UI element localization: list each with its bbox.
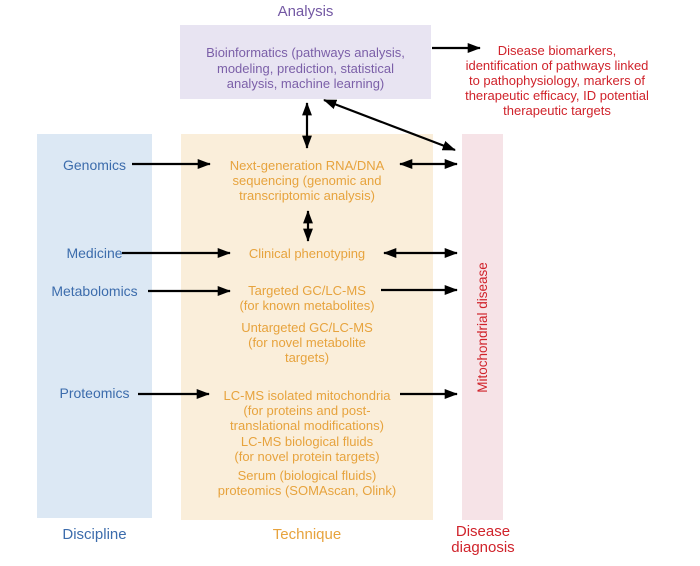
technique-item-lcms-fluids: LC-MS biological fluids (for novel prote… bbox=[181, 434, 433, 464]
discipline-footer-label: Discipline bbox=[62, 526, 127, 543]
technique-line: (for novel protein targets) bbox=[234, 449, 380, 464]
mitochondrial-disease-label: Mitochondrial disease bbox=[475, 261, 491, 393]
discipline-item-medicine: Medicine bbox=[66, 245, 123, 261]
technique-item-sequencing: Next-generation RNA/DNA sequencing (geno… bbox=[181, 158, 433, 203]
technique-line: (for known metabolites) bbox=[239, 298, 375, 313]
technique-line: sequencing (genomic and bbox=[232, 173, 382, 188]
technique-line: (for novel metabolite bbox=[248, 335, 366, 350]
bioinformatics-line: analysis, machine learning) bbox=[226, 76, 385, 91]
technique-line: Clinical phenotyping bbox=[248, 246, 366, 261]
technique-line: Serum (biological fluids) bbox=[237, 468, 377, 483]
disease-diagnosis-footer-label: Disease diagnosis bbox=[451, 523, 515, 556]
disease-outcomes-text: Disease biomarkers, identification of pa… bbox=[450, 43, 664, 118]
analysis-title: Analysis bbox=[277, 3, 334, 20]
outcomes-line: therapeutic targets bbox=[503, 103, 611, 118]
mitochondrial-disease-label-wrap: Mitochondrial disease bbox=[462, 134, 503, 520]
discipline-item-genomics: Genomics bbox=[62, 157, 127, 173]
technique-item-targeted-gc-lc-ms: Targeted GC/LC-MS (for known metabolites… bbox=[181, 283, 433, 313]
technique-line: Next-generation RNA/DNA bbox=[229, 158, 385, 173]
disease-column-box bbox=[462, 134, 503, 520]
technique-line: translational modifications) bbox=[230, 418, 384, 433]
technique-line: proteomics (SOMAscan, Olink) bbox=[217, 483, 397, 498]
discipline-item-proteomics: Proteomics bbox=[59, 385, 130, 401]
bioinformatics-text: Bioinformatics (pathways analysis, model… bbox=[182, 45, 429, 92]
discipline-column-box bbox=[37, 134, 152, 518]
technique-footer-label: Technique bbox=[272, 526, 342, 543]
technique-line: (for proteins and post- bbox=[243, 403, 371, 418]
technique-item-serum-proteomics: Serum (biological fluids) proteomics (SO… bbox=[181, 468, 433, 498]
outcomes-line: therapeutic efficacy, ID potential bbox=[465, 88, 649, 103]
technique-item-clinical-phenotyping: Clinical phenotyping bbox=[181, 246, 433, 261]
outcomes-line: Disease biomarkers, bbox=[497, 43, 617, 58]
bioinformatics-line: Bioinformatics (pathways analysis, bbox=[206, 45, 405, 60]
analysis-box bbox=[180, 25, 431, 99]
technique-line: Untargeted GC/LC-MS bbox=[241, 320, 373, 335]
technique-item-lcms-mitochondria: LC-MS isolated mitochondria (for protein… bbox=[181, 388, 433, 433]
discipline-item-metabolomics: Metabolomics bbox=[51, 283, 138, 299]
technique-item-untargeted-gc-lc-ms: Untargeted GC/LC-MS (for novel metabolit… bbox=[181, 320, 433, 365]
outcomes-line: to pathophysiology, markers of bbox=[468, 73, 646, 88]
technique-column-box bbox=[181, 134, 433, 520]
technique-line: transcriptomic analysis) bbox=[239, 188, 375, 203]
outcomes-line: identification of pathways linked bbox=[465, 58, 649, 73]
bioinformatics-line: modeling, prediction, statistical bbox=[216, 60, 395, 76]
technique-line: LC-MS isolated mitochondria bbox=[223, 388, 391, 403]
technique-line: targets) bbox=[284, 350, 330, 365]
technique-line: LC-MS biological fluids bbox=[240, 434, 374, 449]
technique-line: Targeted GC/LC-MS bbox=[248, 283, 366, 298]
